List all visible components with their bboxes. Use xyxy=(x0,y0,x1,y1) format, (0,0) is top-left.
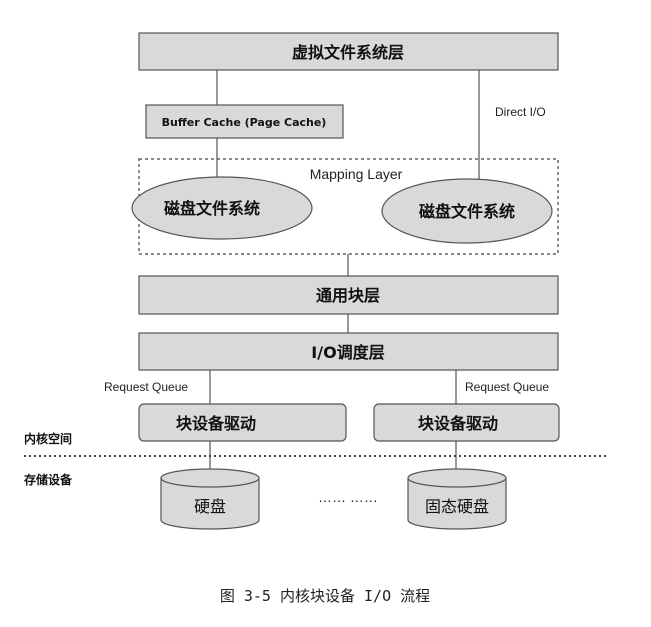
direct-io-label: Direct I/O xyxy=(495,105,546,119)
ssd-cylinder: 固态硬盘 xyxy=(407,468,507,530)
disk-fs-right: 磁盘文件系统 xyxy=(381,178,553,244)
block-driver-left-label: 块设备驱动 xyxy=(176,414,256,433)
kernel-space-label: 内核空间 xyxy=(24,431,72,446)
disk-fs-right-label: 磁盘文件系统 xyxy=(419,202,515,221)
generic-block-layer: 通用块层 xyxy=(138,275,559,315)
generic-block-label: 通用块层 xyxy=(316,286,380,305)
block-driver-left: 块设备驱动 xyxy=(138,403,347,442)
hdd-cylinder: 硬盘 xyxy=(160,468,260,530)
disk-fs-left-label: 磁盘文件系统 xyxy=(164,199,260,218)
ssd-label: 固态硬盘 xyxy=(425,497,489,516)
io-scheduler-label: I/O调度层 xyxy=(311,343,384,362)
ellipsis-label: …… …… xyxy=(318,489,378,505)
storage-device-label: 存储设备 xyxy=(23,472,73,487)
mapping-layer-label: Mapping Layer xyxy=(310,166,403,182)
figure-caption: 图 3-5 内核块设备 I/O 流程 xyxy=(220,587,430,605)
buffer-cache-box: Buffer Cache (Page Cache) xyxy=(145,104,344,139)
buffer-cache-label: Buffer Cache (Page Cache) xyxy=(162,116,327,129)
request-queue-right-label: Request Queue xyxy=(465,380,549,394)
io-scheduler-layer: I/O调度层 xyxy=(138,332,559,371)
hdd-label: 硬盘 xyxy=(194,497,226,516)
vfs-layer: 虚拟文件系统层 xyxy=(138,32,559,71)
block-driver-right: 块设备驱动 xyxy=(373,403,560,442)
disk-fs-left: 磁盘文件系统 xyxy=(131,176,313,240)
block-driver-right-label: 块设备驱动 xyxy=(418,414,498,433)
vfs-label: 虚拟文件系统层 xyxy=(292,43,404,62)
request-queue-left-label: Request Queue xyxy=(104,380,188,394)
